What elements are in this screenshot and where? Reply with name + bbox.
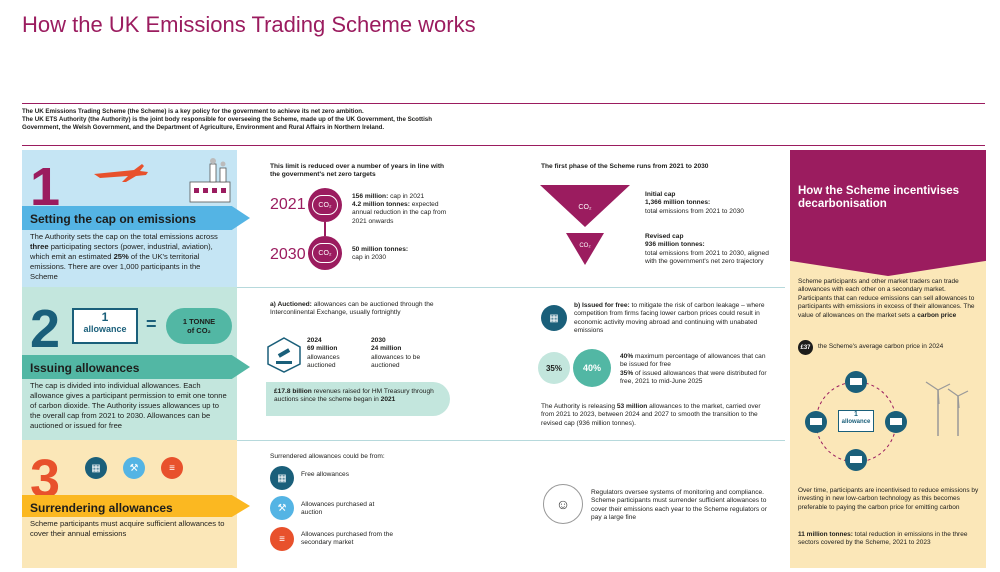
gavel-icon: ⚒ [270, 496, 294, 520]
allowance-ticket-number: 1 [101, 310, 109, 324]
auction-allowances-label: Allowances purchased at auction [301, 501, 375, 517]
release-text: The Authority is releasing 53 million al… [541, 403, 761, 427]
carbon-price-badge: £37 [798, 340, 813, 355]
cycle-allowance-ticket: 1 allowance [838, 410, 874, 432]
step2-heading: Issuing allowances [22, 355, 250, 379]
cap-2021: 156 million: cap in 2021 [352, 193, 425, 200]
pct-40-badge: 40% [573, 349, 611, 387]
page-title: How the UK Emissions Trading Scheme work… [22, 12, 476, 37]
step2-number: 2 [30, 299, 61, 359]
row-divider [237, 287, 785, 288]
title-divider [22, 103, 985, 104]
stack-icon: ≡ [161, 457, 183, 479]
cap-2030: 50 million tonnes:cap in 2030 [352, 246, 409, 262]
allowance-ticket-word: allowance [83, 324, 127, 334]
year-2030: 2030 [270, 246, 306, 263]
gavel-icon: ⚒ [123, 457, 145, 479]
carbon-price-text: the Scheme's average carbon price in 202… [818, 343, 944, 350]
equals-sign: = [146, 314, 157, 334]
funnel-graphic: CO₂ CO₂ [540, 185, 630, 265]
decarbonisation-header [790, 150, 986, 276]
plane-icon [94, 164, 148, 182]
factory-icon: ▦ [270, 466, 294, 490]
intro-paragraph-1: The UK Emissions Trading Scheme (the Sch… [22, 108, 364, 115]
factory-icon [189, 158, 231, 203]
revised-cap-triangle [566, 233, 604, 265]
emissions-reduction-text: 11 million tonnes: total reduction in em… [798, 531, 968, 547]
step1-heading: Setting the cap on emissions [22, 206, 250, 230]
surrender-sources-heading: Surrendered allowances could be from: [270, 453, 385, 460]
auction-hexagon-icon [267, 337, 301, 373]
regulators-text: Regulators oversee systems of monitoring… [591, 489, 767, 522]
intro: The UK Emissions Trading Scheme (the Sch… [22, 108, 452, 132]
stack-icon: ≡ [270, 527, 294, 551]
intro-paragraph-2: The UK ETS Authority (the Authority) is … [22, 116, 433, 131]
annual-reduction: 4.2 million tonnes: expected annual redu… [352, 201, 447, 225]
pct-40-text: 40% maximum percentage of allowances tha… [620, 353, 766, 369]
pct-35-badge: 35% [538, 352, 570, 384]
tonne-cloud-label: 1 TONNE of CO₂ [182, 317, 216, 335]
auctioned-text: a) Auctioned: allowances can be auctione… [270, 301, 434, 317]
plane-factory-illustration [94, 158, 231, 203]
phase-heading: The first phase of the Scheme runs from … [541, 163, 709, 170]
incentive-text: Over time, participants are incentivised… [798, 487, 979, 511]
decarbonisation-title: How the Scheme incentivises decarbonisat… [798, 185, 960, 210]
secondary-market-text: Scheme participants and other market tra… [798, 278, 975, 319]
limit-heading: This limit is reduced over a number of y… [270, 163, 445, 179]
initial-cap-triangle [540, 185, 630, 227]
secondary-market-label: Allowances purchased from the secondary … [301, 531, 393, 547]
step1-number: 1 [30, 157, 61, 217]
step1-body: The Authority sets the cap on the total … [30, 232, 218, 281]
arrow-line [324, 222, 326, 236]
co2-icon: CO₂ [308, 188, 342, 222]
factory-icon: ▦ [85, 457, 107, 479]
step3-heading: Surrendering allowances [22, 495, 250, 517]
pct-35-text: 35% of issued allowances that were distr… [620, 370, 767, 386]
intro-divider [22, 145, 985, 146]
free-issue-text: b) Issued for free: to mitigate the risk… [574, 302, 765, 335]
co2-icon: CO₂ [308, 236, 342, 270]
cycle-allowance-number: 1 [854, 411, 858, 418]
cycle-allowance-word: allowance [841, 419, 871, 425]
factory-icon: ▦ [541, 305, 567, 331]
row-divider [237, 440, 785, 441]
year-2021: 2021 [270, 196, 306, 213]
regulators-icon: ☺ [543, 484, 583, 524]
svg-text:CO₂: CO₂ [578, 204, 592, 211]
svg-text:CO₂: CO₂ [579, 243, 591, 249]
revenue-callout: £17.8 billion revenues raised for HM Tre… [266, 382, 450, 416]
revenue-text: £17.8 billion revenues raised for HM Tre… [274, 388, 434, 404]
allowance-ticket: 1 allowance [72, 308, 138, 344]
step3-body: Scheme participants must acquire suffici… [30, 519, 225, 538]
tonne-cloud: 1 TONNE of CO₂ [166, 308, 232, 344]
free-allowances-label: Free allowances [301, 471, 350, 478]
step2-body: The cap is divided into individual allow… [30, 381, 227, 430]
trading-cycle-diagram [805, 371, 969, 471]
